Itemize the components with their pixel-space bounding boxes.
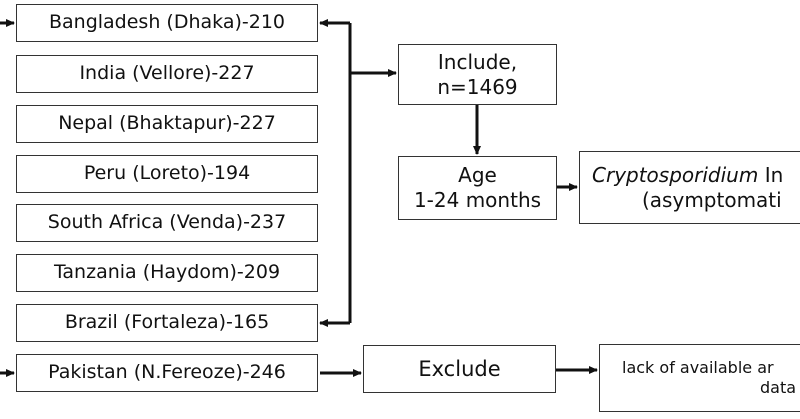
exclude-box: Exclude [363, 345, 556, 393]
site-box-peru: Peru (Loreto)-194 [16, 155, 318, 193]
age-box: Age 1-24 months [398, 156, 557, 220]
infection-suffix: In [758, 162, 784, 187]
site-label: Brazil (Fortaleza)-165 [64, 311, 270, 334]
site-box-tanzania: Tanzania (Haydom)-209 [16, 254, 318, 292]
exclude-reason-box: lack of available ar data [599, 344, 800, 412]
site-box-south-africa: South Africa (Venda)-237 [16, 204, 318, 242]
infection-organism: Cryptosporidium [592, 162, 759, 187]
include-label: Include, [437, 49, 518, 74]
infection-box: Cryptosporidium In (asymptomati [579, 151, 800, 224]
include-count: n=1469 [437, 74, 518, 99]
site-label: India (Vellore)-227 [79, 62, 255, 85]
site-box-pakistan: Pakistan (N.Fereoze)-246 [16, 354, 318, 392]
age-label: Age [458, 163, 497, 187]
infection-line1: Cryptosporidium In [592, 163, 783, 188]
site-box-brazil: Brazil (Fortaleza)-165 [16, 304, 318, 342]
site-box-india: India (Vellore)-227 [16, 55, 318, 93]
infection-line2: (asymptomati [642, 187, 782, 212]
exclude-reason-line1: lack of available ar [622, 358, 774, 377]
age-range: 1-24 months [413, 188, 542, 212]
excluded-site-label: Pakistan (N.Fereoze)-246 [48, 361, 286, 384]
site-label: Tanzania (Haydom)-209 [53, 261, 281, 284]
site-label: South Africa (Venda)-237 [47, 211, 287, 234]
include-box: Include, n=1469 [398, 44, 557, 105]
site-box-bangladesh: Bangladesh (Dhaka)-210 [16, 4, 318, 42]
exclude-label: Exclude [418, 356, 501, 381]
site-label: Peru (Loreto)-194 [83, 162, 251, 185]
site-box-nepal: Nepal (Bhaktapur)-227 [16, 105, 318, 143]
site-label: Nepal (Bhaktapur)-227 [58, 112, 276, 135]
exclude-reason-line2: data [760, 378, 797, 397]
site-label: Bangladesh (Dhaka)-210 [48, 11, 285, 34]
